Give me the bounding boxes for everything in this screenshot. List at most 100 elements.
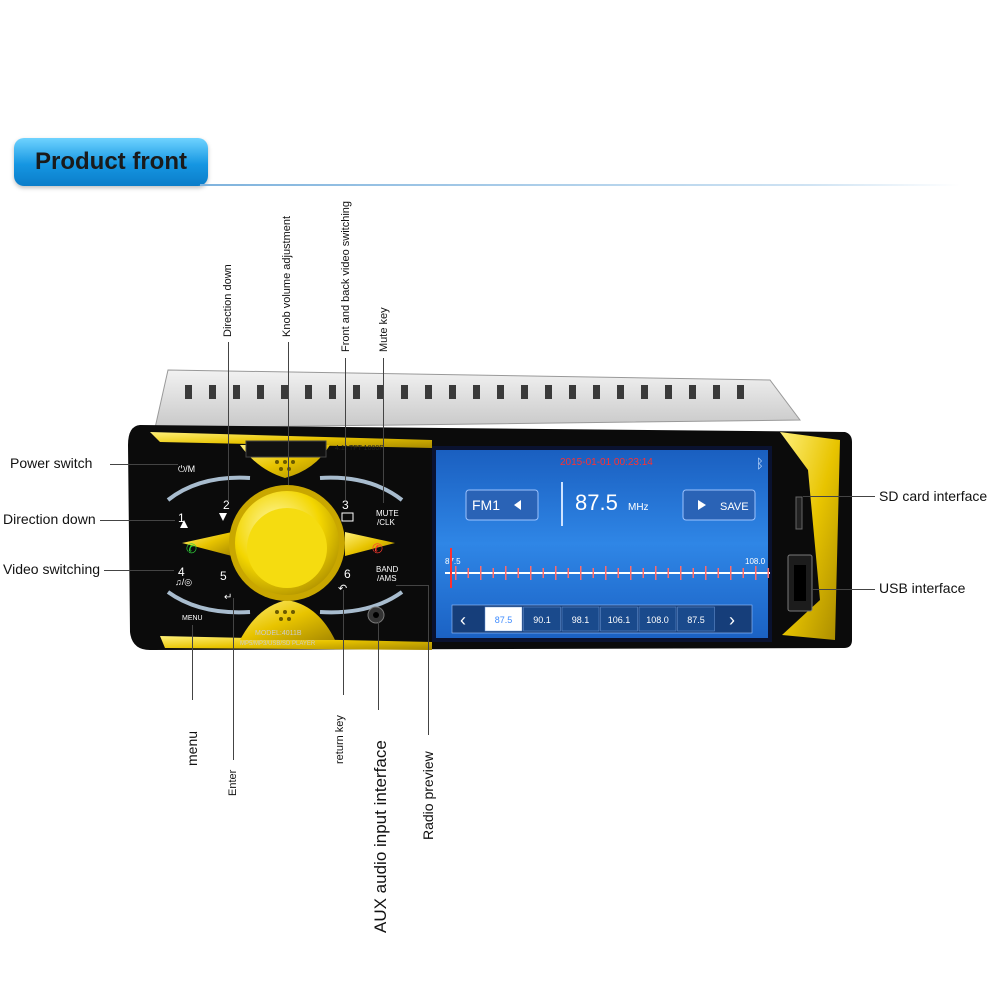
leader-radio-v	[428, 585, 429, 735]
aux-jack-hole	[373, 612, 379, 618]
button-1[interactable]: 1	[178, 511, 185, 525]
scale-tick	[592, 568, 594, 578]
clk-label: /CLK	[377, 518, 395, 527]
label-sd-card: SD card interface	[879, 488, 988, 504]
preset-label: 87.5	[495, 615, 513, 625]
label-menu: menu	[184, 730, 200, 766]
mute-button[interactable]: MUTE	[376, 509, 399, 518]
label-video-switching: Video switching	[3, 561, 101, 577]
leader-radio	[396, 585, 428, 586]
vent-slot	[305, 385, 312, 399]
vent-slot	[449, 385, 456, 399]
gold-trim-right	[780, 432, 840, 640]
leader-knob	[288, 342, 289, 485]
vent-slot	[665, 385, 672, 399]
arrow-up-icon	[180, 520, 188, 528]
preset-slot[interactable]	[677, 606, 715, 632]
scale-tick	[505, 566, 507, 580]
scale-tick	[742, 568, 744, 578]
leader-video	[104, 570, 174, 571]
enter-icon: ↵	[224, 592, 232, 603]
label-usb: USB interface	[879, 580, 966, 596]
scale-tick	[480, 566, 482, 580]
frequency-value: 87.5	[575, 490, 618, 515]
vent-slot	[401, 385, 408, 399]
preset-slot[interactable]	[638, 606, 677, 632]
band-button[interactable]: BAND	[376, 565, 398, 574]
label-radio-preview: Radio preview	[420, 751, 436, 840]
section-title: Product front	[14, 138, 208, 186]
button-2[interactable]: 2	[223, 498, 230, 512]
scale-tick	[542, 568, 544, 578]
preset-slot[interactable]	[561, 606, 600, 632]
scale-tick	[492, 568, 494, 578]
scale-tick	[455, 566, 457, 580]
band-left-arrow-icon	[514, 500, 521, 510]
vent-slot	[545, 385, 552, 399]
band-selector[interactable]	[465, 489, 539, 521]
power-mode-button[interactable]: ⏻/M	[178, 464, 195, 474]
button-4[interactable]: 4	[178, 565, 185, 579]
label-mute-key: Mute key	[378, 307, 390, 352]
speaker-grille-bottom	[275, 610, 295, 621]
preset-label: 98.1	[572, 615, 590, 625]
gold-trim-top	[150, 432, 432, 448]
save-label: SAVE	[720, 501, 749, 513]
label-front-back-video: Front and back video switching	[340, 200, 352, 352]
preset-slot[interactable]	[523, 606, 561, 632]
vent-slot	[569, 385, 576, 399]
vent-slot	[713, 385, 720, 399]
scale-tick	[567, 568, 569, 578]
leader-power	[110, 464, 178, 465]
preset-slot[interactable]	[600, 606, 638, 632]
leader-dirdown-left	[100, 520, 175, 521]
title-underline	[200, 184, 960, 186]
preset-slot[interactable]	[484, 606, 523, 632]
top-label: 4.1" TFT 1080P	[335, 445, 384, 452]
vent-slot	[425, 385, 432, 399]
leader-front-back	[345, 358, 346, 500]
play-icon	[698, 500, 706, 510]
scale-tick	[630, 566, 632, 580]
label-direction-down-top: Direction down	[222, 264, 234, 337]
scale-tick	[667, 568, 669, 578]
label-power-switch: Power switch	[10, 455, 93, 471]
vent-slot	[521, 385, 528, 399]
vent-slot	[641, 385, 648, 399]
button-6[interactable]: 6	[344, 567, 351, 581]
vent-slot	[353, 385, 360, 399]
button-5[interactable]: 5	[220, 569, 227, 583]
preset-prev-icon[interactable]: ‹	[460, 610, 466, 630]
preset-label: 90.1	[533, 615, 551, 625]
gold-wing-right	[345, 532, 395, 556]
tuning-needle[interactable]	[450, 548, 452, 588]
player-label: MP5/MP3/USB/SD PLAYER	[240, 641, 316, 647]
scale-tick	[605, 566, 607, 580]
preset-label: 87.5	[687, 615, 705, 625]
save-button[interactable]	[682, 489, 756, 521]
sd-card-slot[interactable]	[795, 496, 803, 530]
preset-next-icon[interactable]: ›	[729, 610, 735, 630]
scale-tick	[642, 568, 644, 578]
bluetooth-icon: ᛒ	[756, 456, 764, 471]
label-enter: Enter	[227, 769, 239, 796]
menu-button[interactable]: MENU	[182, 615, 203, 622]
scale-tick	[580, 566, 582, 580]
phone-answer-icon: ✆	[186, 541, 197, 556]
glow-arc-right-bottom	[319, 590, 404, 615]
scale-min-label: 87.5	[445, 557, 461, 566]
vent-slot	[737, 385, 744, 399]
scale-tick	[730, 566, 732, 580]
button-3[interactable]: 3	[342, 498, 349, 512]
gold-wing-left	[182, 532, 232, 556]
section-title-text: Product front	[35, 148, 187, 175]
leader-usb	[812, 589, 875, 590]
vent-slot	[185, 385, 192, 399]
chassis-vents	[185, 385, 744, 399]
vent-slot	[689, 385, 696, 399]
glow-arc-right	[319, 475, 404, 502]
vent-slot	[593, 385, 600, 399]
leader-mute	[383, 358, 384, 503]
